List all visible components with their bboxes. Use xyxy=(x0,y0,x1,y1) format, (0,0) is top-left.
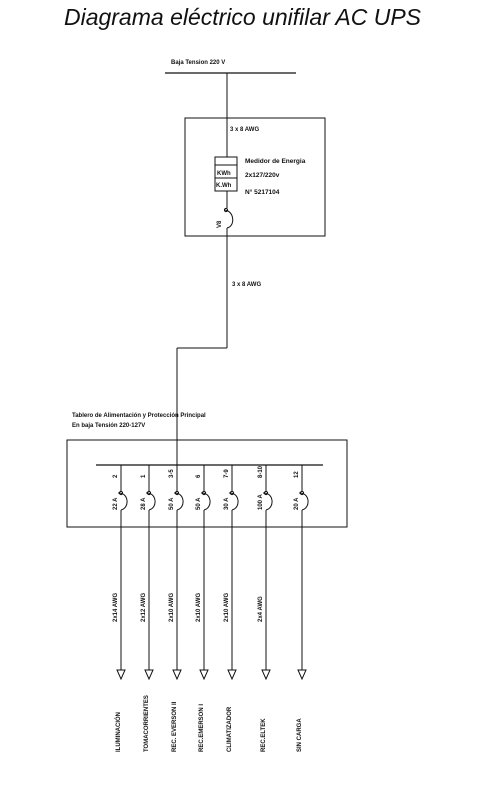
circuit-number: 8-10 xyxy=(258,465,264,478)
feeder-cable-label: 3 x 8 AWG xyxy=(232,282,261,288)
main-switch-label: V8 xyxy=(217,220,223,228)
circuit-branch xyxy=(297,465,309,681)
panel-title-line1: Tablero de Alimentación y Protección Pri… xyxy=(72,413,206,419)
panel-title-line2: En baja Tensión 220-127V xyxy=(72,423,145,429)
supply-label: Baja Tension 220 V xyxy=(171,60,225,66)
main-switch-symbol xyxy=(223,207,234,229)
circuit-cable-label: 2x10 AWG xyxy=(169,593,175,622)
breaker-rating: 30 A xyxy=(224,497,230,510)
circuit-number: 12 xyxy=(294,471,300,478)
circuit-branch xyxy=(144,465,156,681)
load-arrow xyxy=(144,669,154,681)
load-arrow xyxy=(227,669,237,681)
breaker-rating: 22 A xyxy=(113,497,119,510)
meter-rating: 2x127/220v xyxy=(245,172,280,179)
distribution-panel xyxy=(66,439,348,528)
meter-cable-label: 3 x 8 AWG xyxy=(230,127,259,133)
circuit-breaker-symbol xyxy=(117,490,128,511)
circuit-breaker-symbol xyxy=(228,490,239,511)
breaker-rating: 50 A xyxy=(169,497,175,510)
circuit-number: 7-9 xyxy=(224,469,230,478)
circuit-cable-label: 2x10 AWG xyxy=(224,593,230,622)
circuit-branch xyxy=(172,465,184,681)
load-arrow xyxy=(116,669,126,681)
circuit-number: 2 xyxy=(113,474,119,478)
energy-meter-symbol xyxy=(214,156,238,192)
breaker-rating: 20 A xyxy=(294,497,300,510)
load-label: TOMACORRIENTES xyxy=(144,695,150,752)
circuit-branch xyxy=(227,465,239,681)
load-arrow xyxy=(199,669,209,681)
circuit-branch xyxy=(199,465,211,681)
circuit-breaker-symbol xyxy=(200,490,211,511)
load-label: REC. EVERSON II xyxy=(172,701,178,752)
circuit-breaker-symbol xyxy=(145,490,156,511)
meter-title: Medidor de Energia xyxy=(245,158,306,165)
circuit-number: 6 xyxy=(196,474,202,478)
meter-serial: N° 5217104 xyxy=(245,188,280,196)
circuit-branch xyxy=(261,465,273,681)
circuit-breaker-symbol xyxy=(173,490,184,511)
load-arrow xyxy=(297,669,307,681)
circuit-number: 1 xyxy=(141,474,147,478)
load-arrow xyxy=(261,669,271,681)
meter-enclosure xyxy=(184,117,326,237)
meter-kwh-label: KWh xyxy=(217,171,231,177)
circuit-number: 3-5 xyxy=(169,469,175,478)
circuit-breaker-symbol xyxy=(262,490,273,511)
load-label: CLIMATIZADOR xyxy=(227,706,233,752)
circuit-cable-label: 2x4 AWG xyxy=(258,596,264,622)
load-label: ILUMINACIÓN xyxy=(114,712,122,752)
circuit-branch xyxy=(116,465,128,681)
breaker-rating: 28 A xyxy=(141,497,147,510)
load-arrow xyxy=(172,669,182,681)
breaker-rating: 50 A xyxy=(196,497,202,510)
circuit-cable-label: 2x14 AWG xyxy=(113,593,119,622)
circuit-breaker-symbol xyxy=(298,490,309,511)
circuits-group: 2 22 A 2x14 AWG ILUMINACIÓN 1 28 A 2x12 AWG TOM… xyxy=(113,465,309,752)
diagram-title: Diagrama eléctrico unifilar AC UPS xyxy=(63,4,422,30)
circuit-cable-label: 2x10 AWG xyxy=(196,593,202,622)
load-label: REC.ELTEK xyxy=(261,718,267,752)
circuit-cable-label: 2x12 AWG xyxy=(141,593,147,622)
meter-kwh-label-2: K.Wh xyxy=(216,183,232,189)
breaker-rating: 100 A xyxy=(258,494,264,510)
load-label: SIN CARGA xyxy=(297,718,303,752)
load-label: REC.EMERSON I xyxy=(199,704,205,752)
